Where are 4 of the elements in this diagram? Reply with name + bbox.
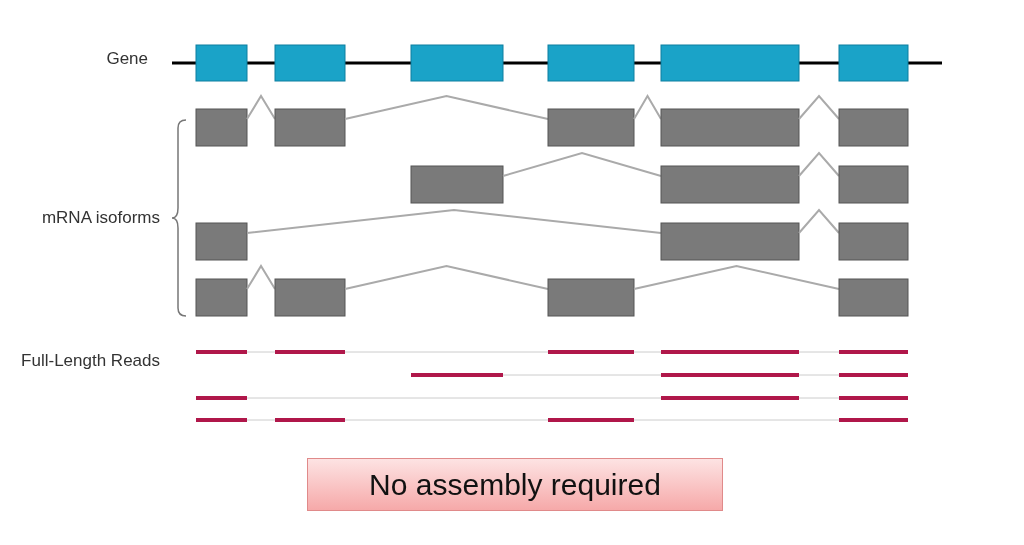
row-label: Gene: [105, 48, 148, 70]
row-label: Full-Length Reads: [20, 350, 160, 372]
row-label: mRNA isoforms: [40, 207, 160, 229]
callout-box: No assembly required: [307, 458, 723, 511]
